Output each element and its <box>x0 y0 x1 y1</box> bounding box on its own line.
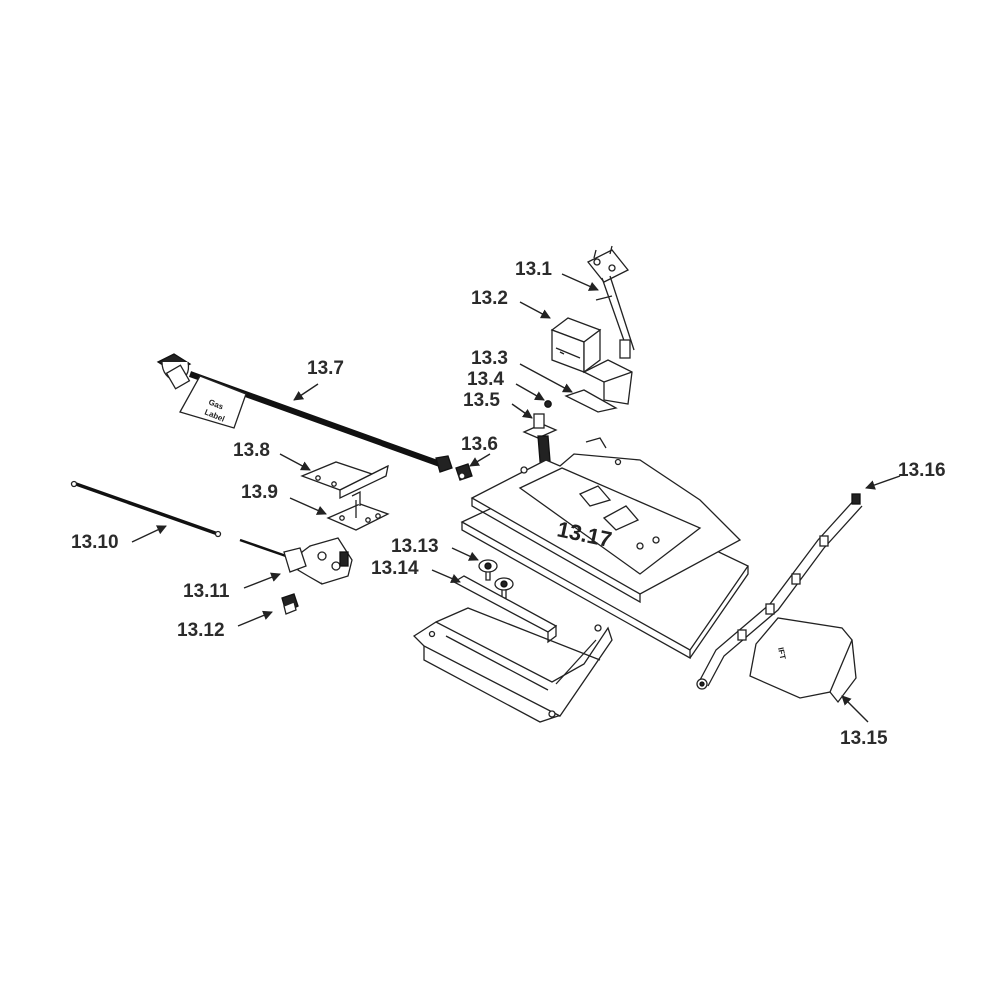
part-13-9-bracket <box>326 490 390 531</box>
part-13-16-wire-harness <box>696 493 863 690</box>
part-13-14-rail <box>452 575 558 644</box>
part-13-10-rod <box>70 480 222 538</box>
svg-text:13.8: 13.8 <box>233 440 270 461</box>
svg-text:13.10: 13.10 <box>71 532 119 553</box>
callout-13-4: 13.4 <box>467 369 545 401</box>
callout-13-14: 13.14 <box>371 558 461 584</box>
callout-13-8: 13.8 <box>233 440 311 471</box>
svg-text:13.11: 13.11 <box>183 581 230 602</box>
callout-13-10: 13.10 <box>71 525 167 553</box>
upper-plate <box>470 437 742 604</box>
svg-text:13.13: 13.13 <box>391 536 439 557</box>
svg-text:13.2: 13.2 <box>471 288 508 309</box>
callout-13-5: 13.5 <box>463 390 533 419</box>
callout-13-2: 13.2 <box>471 288 551 319</box>
svg-text:13.1: 13.1 <box>515 259 552 280</box>
callout-13-3: 13.3 <box>471 348 573 393</box>
callout-13-9: 13.9 <box>241 482 327 515</box>
callout-13-12: 13.12 <box>177 610 273 641</box>
svg-text:13.15: 13.15 <box>840 728 888 749</box>
callout-13-7: 13.7 <box>293 358 344 401</box>
svg-text:13.16: 13.16 <box>898 460 946 481</box>
part-13-4-nut <box>544 400 552 408</box>
svg-text:13.6: 13.6 <box>461 434 498 455</box>
svg-text:13.14: 13.14 <box>371 558 419 579</box>
part-13-3-plate <box>564 389 618 413</box>
base-tray <box>412 607 613 723</box>
part-13-15-shield: IFT <box>749 617 857 704</box>
part-13-6-fitting <box>455 463 473 481</box>
svg-text:13.12: 13.12 <box>177 620 225 641</box>
callout-13-6: 13.6 <box>461 434 498 467</box>
part-13-1-pilot-assembly <box>586 245 635 359</box>
callout-13-11: 13.11 <box>183 572 281 602</box>
svg-text:13.7: 13.7 <box>307 358 344 379</box>
part-13-11-gas-valve <box>239 537 353 585</box>
callout-13-1: 13.1 <box>515 259 599 291</box>
shield-mark: IFT <box>776 647 787 661</box>
part-13-12-orifice <box>281 593 299 615</box>
svg-text:13.5: 13.5 <box>463 390 500 411</box>
part-13-8-bracket <box>300 461 389 500</box>
part-13-2-burner-box <box>550 317 633 405</box>
callout-13-13: 13.13 <box>391 536 479 561</box>
svg-text:13.9: 13.9 <box>241 482 278 503</box>
callout-13-16: 13.16 <box>865 460 946 490</box>
part-13-7-gas-line: Gas Label <box>156 353 453 473</box>
svg-text:13.4: 13.4 <box>467 369 504 390</box>
callout-13-15: 13.15 <box>840 695 888 749</box>
svg-text:13.3: 13.3 <box>471 348 508 369</box>
